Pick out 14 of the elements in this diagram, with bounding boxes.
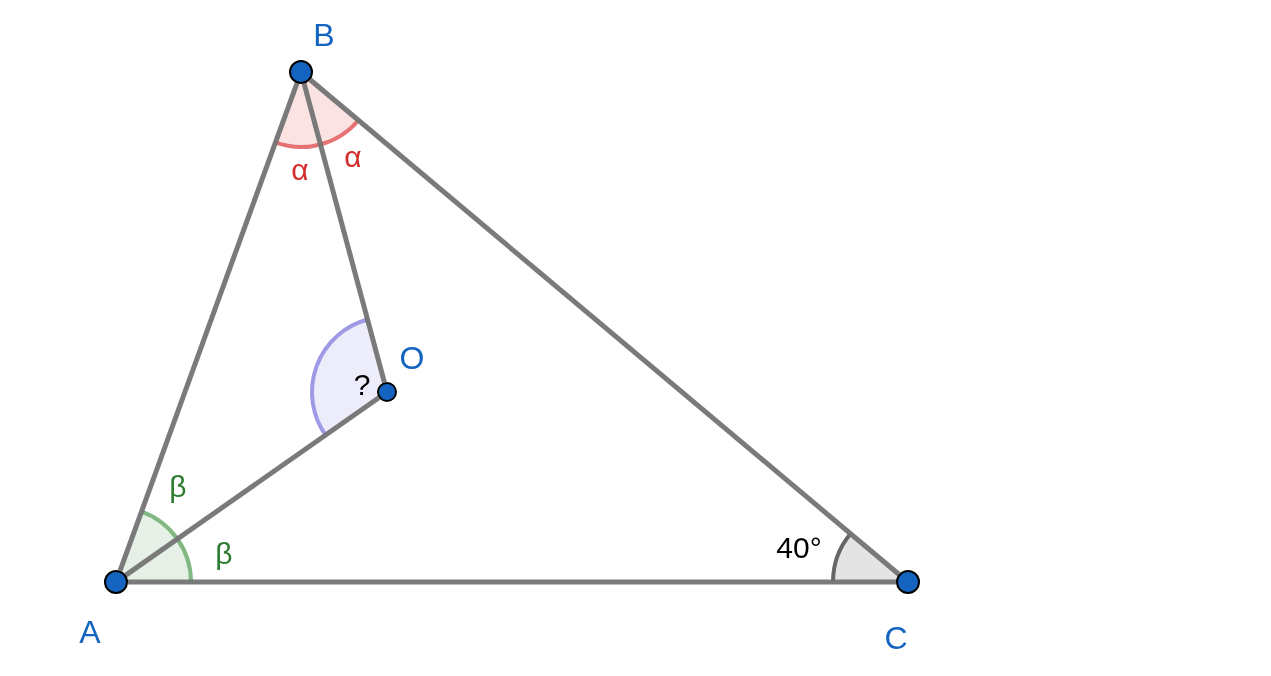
point-label: B xyxy=(313,19,335,51)
line-segment xyxy=(301,82,387,383)
line-segment xyxy=(308,77,901,577)
angle-label: ? xyxy=(353,370,371,400)
angle-label: α xyxy=(344,142,362,172)
angle-label: α xyxy=(291,155,309,185)
angle-label: β xyxy=(215,539,233,569)
point-label: A xyxy=(79,616,101,648)
angle-label: 40° xyxy=(776,533,822,563)
line-segment xyxy=(117,82,300,572)
angle-label: β xyxy=(169,472,187,502)
point-label: O xyxy=(399,342,425,374)
line-segment xyxy=(128,579,896,585)
point-label: C xyxy=(884,622,908,654)
